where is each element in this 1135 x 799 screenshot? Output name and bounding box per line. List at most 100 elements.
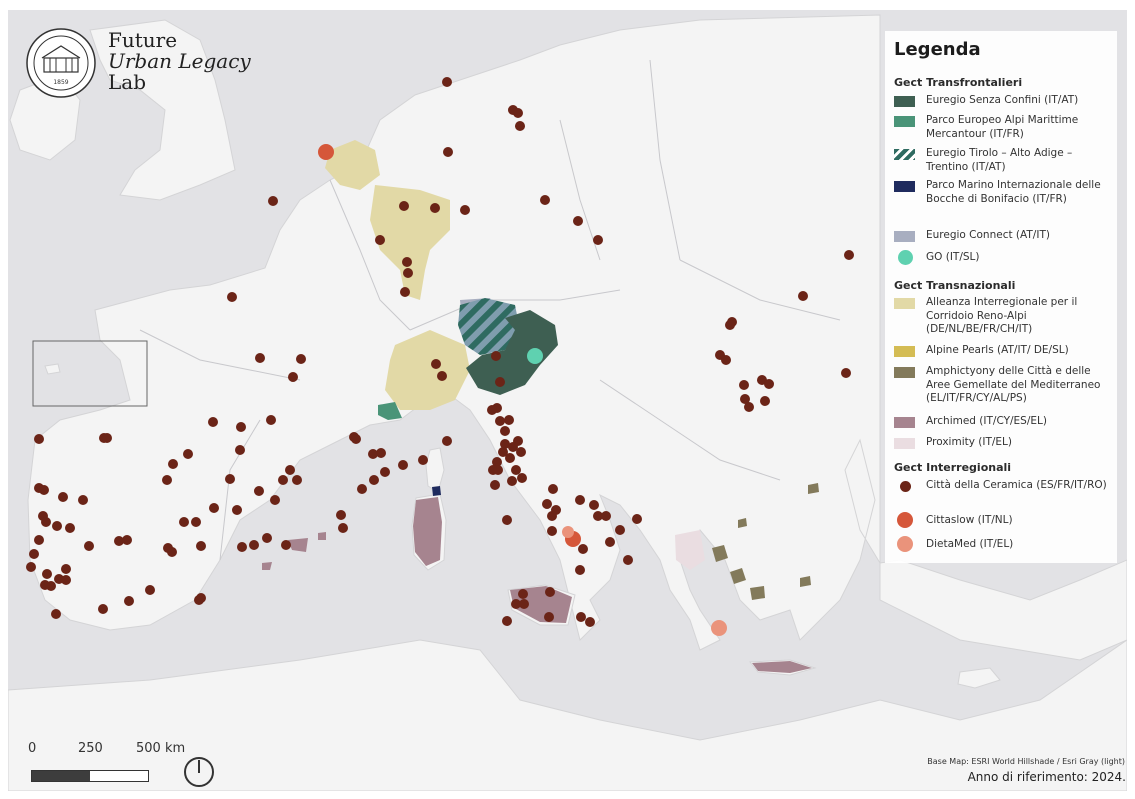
legend-label: Alpine Pearls (AT/IT/ DE/SL) xyxy=(926,344,1069,356)
ceramica-point xyxy=(338,523,348,533)
legend-swatch xyxy=(894,346,915,357)
ceramica-point xyxy=(491,351,501,361)
ceramica-point xyxy=(61,575,71,585)
ceramica-point xyxy=(495,416,505,426)
ceramica-point xyxy=(576,612,586,622)
ceramica-point xyxy=(505,453,515,463)
ceramica-point xyxy=(721,355,731,365)
ceramica-point xyxy=(61,564,71,574)
ceramica-point xyxy=(41,517,51,527)
legend-dot xyxy=(897,536,913,552)
scale-bar-dark-segment xyxy=(32,771,90,781)
ceramica-point xyxy=(402,257,412,267)
ceramica-point xyxy=(235,445,245,455)
ceramica-point xyxy=(547,511,557,521)
area-amphictyony xyxy=(712,483,819,600)
legend-label: Proximity (IT/EL) xyxy=(926,436,1013,448)
legend-label: Amphictyony delle Città e delle Aree Gem… xyxy=(926,365,1101,404)
logo-line-future: Future xyxy=(108,28,178,52)
britain xyxy=(89,19,236,201)
legend-label: Alleanza Interregionale per il Corridoio… xyxy=(926,296,1078,335)
ceramica-point xyxy=(442,436,452,446)
ceramica-point xyxy=(65,523,75,533)
ceramica-point xyxy=(740,394,750,404)
legend-swatch xyxy=(894,417,915,428)
ceramica-point xyxy=(292,475,302,485)
ceramica-point xyxy=(500,426,510,436)
ceramica-point xyxy=(517,473,527,483)
ceramica-point xyxy=(376,448,386,458)
area-alleanza-reno-alpi-centre xyxy=(370,185,450,300)
asia-minor xyxy=(879,559,1127,661)
ceramica-point xyxy=(124,596,134,606)
area-proximity xyxy=(675,530,705,570)
cyprus xyxy=(957,667,1001,689)
ceramica-point xyxy=(502,515,512,525)
ceramica-point xyxy=(495,377,505,387)
ceramica-point xyxy=(487,405,497,415)
ceramica-point xyxy=(369,475,379,485)
ceramica-point xyxy=(357,484,367,494)
ceramica-point xyxy=(519,599,529,609)
ceramica-point xyxy=(52,521,62,531)
ceramica-point xyxy=(542,499,552,509)
ceramica-points xyxy=(26,77,854,627)
ceramica-point xyxy=(443,147,453,157)
legend-swatch xyxy=(894,181,915,192)
logo-line-urban-legacy: Urban Legacy xyxy=(108,49,251,73)
legend-swatch xyxy=(894,367,915,378)
ceramica-point xyxy=(78,495,88,505)
ceramica-point xyxy=(266,415,276,425)
ceramica-point xyxy=(493,465,503,475)
cross-border-areas xyxy=(378,298,558,496)
area-euregio-tirolo xyxy=(458,298,520,355)
scale-label-500: 500 km xyxy=(136,741,186,756)
legend-label: Euregio Senza Confini (IT/AT) xyxy=(926,94,1079,106)
scale-bar: 0 250 500 km xyxy=(24,741,185,786)
legend-label: Euregio Connect (AT/IT) xyxy=(926,229,1050,241)
ceramica-point xyxy=(39,485,49,495)
ceramica-point xyxy=(84,541,94,551)
ceramica-point xyxy=(507,476,517,486)
ceramica-point xyxy=(764,379,774,389)
ceramica-point xyxy=(399,201,409,211)
ceramica-point xyxy=(380,467,390,477)
ceramica-point xyxy=(232,505,242,515)
ceramica-point xyxy=(575,495,585,505)
ceramica-point xyxy=(841,368,851,378)
legend-title: Legenda xyxy=(894,39,981,60)
ceramica-point xyxy=(98,604,108,614)
ceramica-point xyxy=(760,396,770,406)
legend-label: Città della Ceramica (ES/FR/IT/RO) xyxy=(926,479,1107,491)
ceramica-point xyxy=(547,526,557,536)
scale-bar-graphic xyxy=(31,770,149,782)
ceramica-point xyxy=(573,216,583,226)
ceramica-point xyxy=(593,511,603,521)
ceramica-point xyxy=(623,555,633,565)
ceramica-point xyxy=(437,371,447,381)
legend-dot xyxy=(898,250,913,265)
legend-swatch xyxy=(894,298,915,309)
ceramica-point xyxy=(209,503,219,513)
seal-year: 1859 xyxy=(53,79,68,86)
ceramica-point xyxy=(418,455,428,465)
ceramica-point xyxy=(575,565,585,575)
ceramica-point xyxy=(42,569,52,579)
ceramica-point xyxy=(492,457,502,467)
ceramica-point xyxy=(513,108,523,118)
ceramica-point xyxy=(548,484,558,494)
ceramica-point xyxy=(236,422,246,432)
ceramica-point xyxy=(615,525,625,535)
logo-line-lab: Lab xyxy=(108,70,147,94)
legend-label: Parco Europeo Alpi Marittime Mercantour … xyxy=(926,114,1079,140)
legend-label: Archimed (IT/CY/ES/EL) xyxy=(926,415,1047,427)
ceramica-point xyxy=(431,359,441,369)
ceramica-point xyxy=(351,434,361,444)
ceramica-point xyxy=(739,380,749,390)
point-markers xyxy=(26,77,854,636)
ceramica-point xyxy=(589,500,599,510)
ceramica-point xyxy=(725,320,735,330)
north-arrow-icon xyxy=(184,757,214,787)
ceramica-point xyxy=(262,533,272,543)
reference-year: Anno di riferimento: 2024. xyxy=(967,770,1126,784)
